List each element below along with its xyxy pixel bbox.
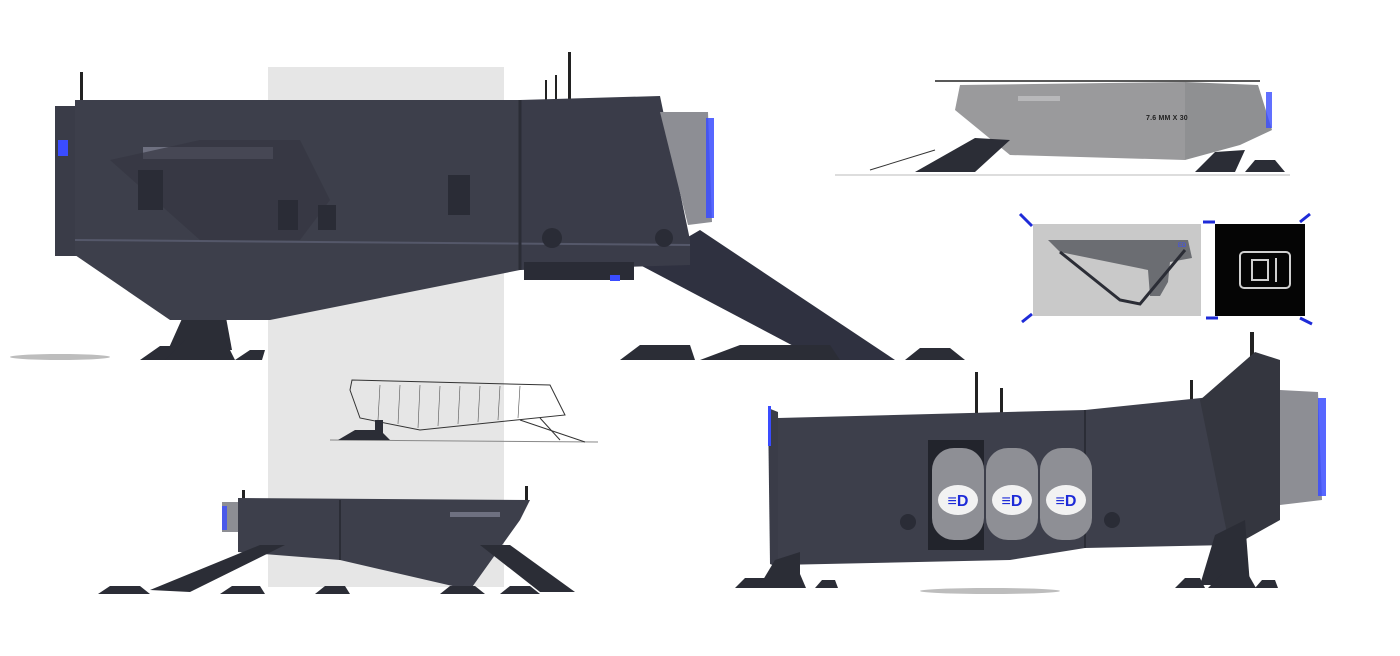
foot — [440, 586, 485, 594]
svg-text:≡D: ≡D — [1002, 493, 1023, 510]
hull-front-section — [520, 96, 690, 270]
rear-foot-2 — [165, 340, 235, 360]
muzzle — [660, 112, 712, 225]
front-foot-3 — [905, 348, 965, 360]
muzzle-glow — [1266, 92, 1272, 128]
front-leg — [1195, 150, 1245, 172]
front-leg — [640, 230, 895, 360]
antenna — [525, 486, 528, 500]
antenna — [545, 80, 547, 100]
hull-slot — [450, 512, 500, 517]
foot — [752, 574, 806, 588]
rear-leg — [150, 545, 285, 592]
blue-marker — [610, 275, 620, 281]
bolt — [1104, 512, 1120, 528]
underside-module — [524, 262, 634, 280]
blue-marker — [58, 140, 68, 156]
blue-marker — [768, 406, 771, 446]
sketch-leg — [539, 417, 561, 441]
antenna — [242, 490, 245, 502]
sketch-hull — [349, 379, 566, 431]
foot — [98, 586, 150, 594]
logo-mark-icon: ≡D — [1046, 485, 1086, 515]
foot — [815, 580, 838, 588]
hull-grey-front — [1185, 82, 1272, 160]
foot — [1255, 580, 1278, 588]
hull-slot — [1018, 96, 1060, 101]
antenna — [568, 52, 571, 102]
muzzle — [1280, 390, 1322, 505]
rear-cap — [768, 408, 780, 568]
antenna — [555, 75, 557, 100]
hull — [238, 498, 530, 590]
front-armor-plate — [1200, 352, 1280, 548]
handle-strap — [1059, 249, 1187, 306]
logo-mark-icon: ED — [1178, 243, 1187, 249]
vent-grille — [318, 205, 336, 230]
vent-grille — [278, 200, 298, 230]
logo-mark-icon: ≡D — [992, 485, 1032, 515]
antenna — [975, 372, 978, 417]
ground-shadow — [10, 354, 110, 360]
svg-text:≡D: ≡D — [1056, 493, 1077, 510]
antenna — [1250, 332, 1254, 362]
vent-grille — [448, 175, 470, 215]
muzzle-glow — [222, 506, 227, 530]
handle-body — [1048, 240, 1192, 296]
antenna — [1000, 388, 1003, 416]
bolt — [655, 229, 673, 247]
sketch-leg — [519, 419, 586, 443]
sketch-ground — [329, 439, 599, 443]
antenna — [1190, 380, 1193, 402]
muzzle-glow — [1318, 398, 1326, 496]
rear-leg — [915, 138, 1010, 172]
bolt — [542, 228, 562, 248]
sketch-line — [869, 149, 936, 171]
front-foot-2 — [700, 345, 840, 360]
bolt — [900, 514, 916, 530]
muzzle-glow — [706, 118, 714, 218]
sketch-hatching — [377, 384, 521, 429]
panel-line — [74, 239, 691, 246]
hull-grey-rear — [955, 82, 1185, 160]
foot — [1175, 578, 1205, 588]
foot — [1208, 574, 1256, 588]
ground-shadow — [920, 588, 1060, 594]
front-leg — [1200, 520, 1250, 585]
vent-grille — [138, 170, 163, 210]
svg-text:≡D: ≡D — [948, 493, 969, 510]
rear-foot-3 — [235, 350, 265, 360]
caliber-callout: 7.6 MM X 30 — [1146, 115, 1188, 122]
front-leg — [480, 545, 575, 592]
front-foot — [620, 345, 695, 360]
buckle-clip-icon — [1239, 251, 1291, 289]
foot — [220, 586, 265, 594]
antenna — [80, 72, 83, 102]
logo-mark-icon: ≡D — [938, 485, 978, 515]
foot — [315, 586, 350, 594]
panel-plate — [110, 140, 330, 240]
sketch-leg-solid — [375, 420, 383, 434]
detail-panel-handle — [1033, 224, 1201, 316]
front-foot — [1245, 160, 1285, 172]
crosshair-corner-icon — [1018, 212, 1313, 326]
foot — [500, 586, 540, 594]
